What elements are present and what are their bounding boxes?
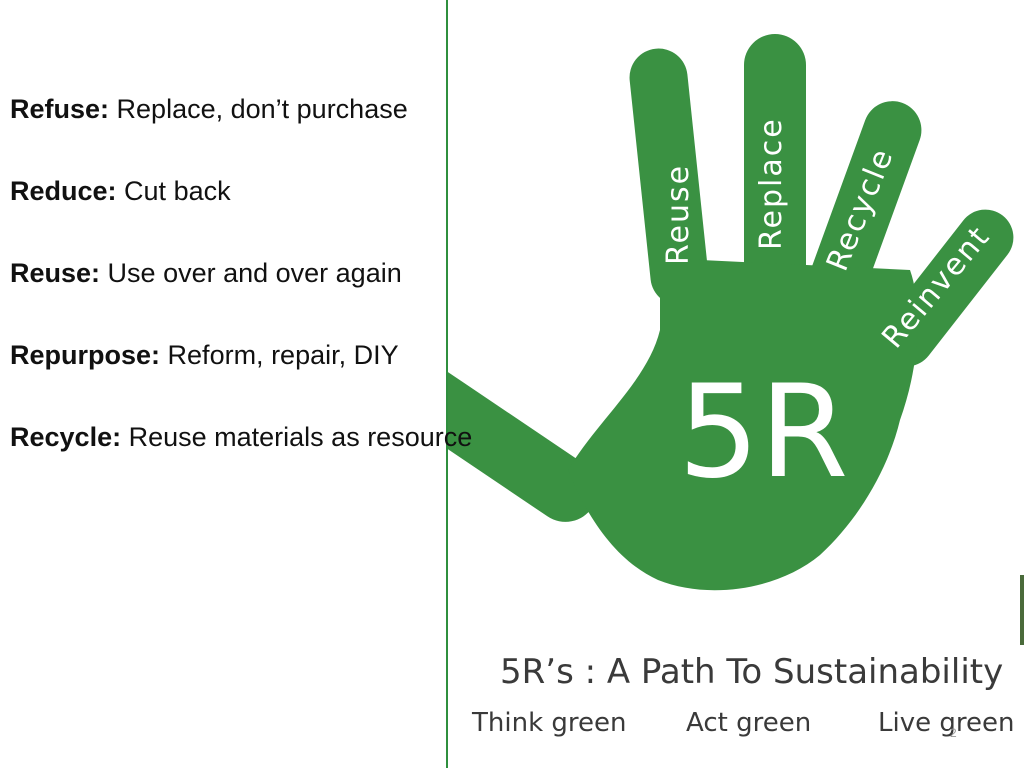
poster-image: Reuse Replace Recycle Reinvent Reduce 5R…	[446, 0, 1024, 768]
tagline-act: Act green	[686, 708, 812, 738]
tagline-think: Think green	[472, 708, 627, 738]
slide-number: 2	[950, 726, 957, 740]
desc-repurpose: Reform, repair, DIY	[167, 340, 399, 370]
finger-label-middle: Replace	[754, 117, 789, 250]
list-item: Refuse: Replace, don’t purchase	[10, 88, 472, 130]
term-repurpose: Repurpose:	[10, 340, 161, 370]
desc-recycle: Reuse materials as resource	[128, 422, 473, 452]
term-refuse: Refuse:	[10, 94, 110, 124]
list-item: Recycle: Reuse materials as resource	[10, 416, 472, 458]
finger-label-index: Reuse	[661, 164, 696, 265]
desc-refuse: Replace, don’t purchase	[116, 94, 408, 124]
term-recycle: Recycle:	[10, 422, 122, 452]
hand-illustration: Reuse Replace Recycle Reinvent Reduce 5R	[448, 34, 1014, 591]
list-item: Reuse: Use over and over again	[10, 252, 472, 294]
hand-big-label: 5R	[678, 358, 848, 507]
list-item: Repurpose: Reform, repair, DIY	[10, 334, 472, 376]
poster-edge	[1020, 575, 1024, 645]
term-reduce: Reduce:	[10, 176, 117, 206]
list-item: Reduce: Cut back	[10, 170, 472, 212]
hand-shape	[448, 34, 1014, 591]
desc-reduce: Cut back	[124, 176, 231, 206]
tagline-live: Live green	[878, 708, 1015, 738]
poster-title: 5R’s : A Path To Sustainability	[500, 652, 1004, 692]
term-reuse: Reuse:	[10, 258, 101, 288]
definition-list: Refuse: Replace, don’t purchase Reduce: …	[10, 88, 472, 498]
tagline-row: Think green Act green Live green	[472, 708, 1015, 744]
desc-reuse: Use over and over again	[107, 258, 402, 288]
